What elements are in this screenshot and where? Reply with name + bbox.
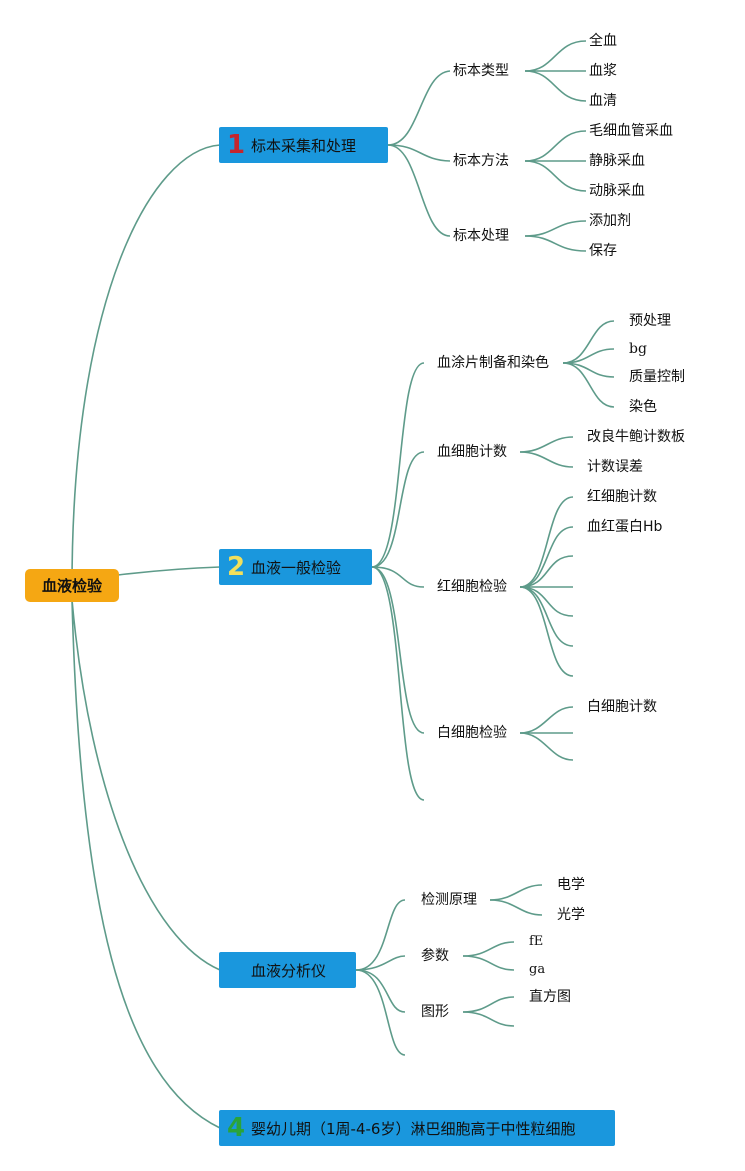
- group-label[interactable]: 图形: [421, 1004, 449, 1020]
- leaf-node[interactable]: 保存: [589, 243, 617, 259]
- group-label[interactable]: 白细胞检验: [437, 725, 507, 741]
- leaf-node[interactable]: 电学: [557, 877, 585, 893]
- branch-number-4: 4: [227, 1113, 246, 1143]
- leaf-node[interactable]: 质量控制: [629, 369, 685, 385]
- branch-node-4[interactable]: 4 婴幼儿期（1周-4-6岁）淋巴细胞高于中性粒细胞: [219, 1110, 615, 1146]
- branch-number-2: 2: [227, 552, 246, 582]
- leaf-node[interactable]: 血浆: [589, 63, 617, 79]
- branch-label-1: 标本采集和处理: [251, 136, 357, 155]
- leaf-node[interactable]: 毛细血管采血: [589, 123, 673, 139]
- leaf-node[interactable]: 白细胞计数: [587, 699, 657, 715]
- root-label: 血液检验: [41, 577, 102, 595]
- branch-label-3: 血液分析仪: [251, 961, 327, 980]
- leaf-node[interactable]: 染色: [629, 399, 657, 415]
- leaf-node[interactable]: 直方图: [529, 989, 571, 1005]
- group-label[interactable]: 标本类型: [453, 63, 509, 79]
- group-label[interactable]: 标本处理: [453, 228, 509, 244]
- group-label[interactable]: 血涂片制备和染色: [437, 355, 549, 371]
- leaf-node[interactable]: 光学: [557, 907, 585, 923]
- leaf-node[interactable]: ga: [529, 962, 546, 977]
- leaf-node[interactable]: 计数误差: [587, 459, 643, 475]
- branch-label-4: 婴幼儿期（1周-4-6岁）淋巴细胞高于中性粒细胞: [251, 1119, 576, 1138]
- group-label[interactable]: 标本方法: [453, 153, 509, 169]
- group-label[interactable]: 检测原理: [421, 892, 477, 908]
- group-label[interactable]: 血细胞计数: [437, 444, 507, 460]
- branch-node-2[interactable]: 2 血液一般检验: [219, 549, 372, 585]
- leaf-node[interactable]: 血清: [589, 93, 617, 109]
- group-label[interactable]: 红细胞检验: [437, 579, 507, 595]
- branch-label-2: 血液一般检验: [251, 558, 342, 577]
- root-node[interactable]: 血液检验: [25, 569, 119, 602]
- leaf-node[interactable]: 预处理: [629, 313, 671, 329]
- leaf-node[interactable]: 血红蛋白Hb: [587, 519, 663, 535]
- branch-node-1[interactable]: 1 标本采集和处理: [219, 127, 388, 163]
- branch-node-3[interactable]: 血液分析仪: [219, 952, 356, 988]
- leaf-node[interactable]: 添加剂: [589, 213, 631, 229]
- leaf-node[interactable]: 改良牛鲍计数板: [587, 429, 685, 445]
- group-label[interactable]: 参数: [421, 948, 449, 964]
- leaf-node[interactable]: bg: [629, 341, 647, 357]
- leaf-node[interactable]: 全血: [589, 33, 617, 49]
- leaf-node[interactable]: 红细胞计数: [587, 489, 657, 505]
- leaf-node[interactable]: 动脉采血: [589, 183, 645, 199]
- leaf-node[interactable]: 静脉采血: [589, 153, 645, 169]
- leaf-node[interactable]: fE: [529, 934, 544, 949]
- branch-number-1: 1: [227, 130, 246, 160]
